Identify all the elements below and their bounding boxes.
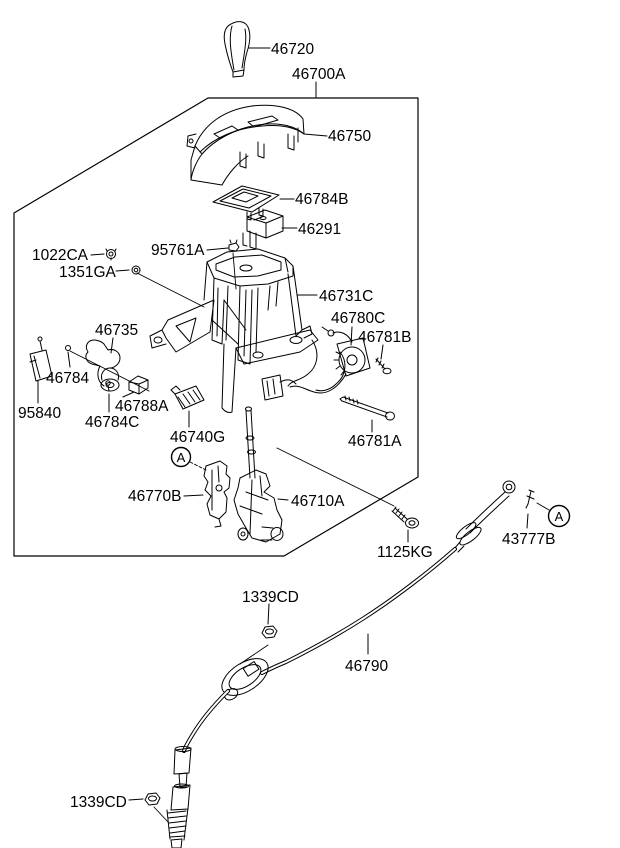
- part-sketch-nut-1339CD-upper: [261, 625, 278, 639]
- part-sketch-cover-46750: [186, 104, 305, 186]
- part-label-1339CD-lower: 1339CD: [70, 794, 127, 811]
- leader-lines: [37, 47, 529, 801]
- diagram-border: [13, 97, 419, 557]
- part-sketch-lever-46735: [85, 339, 121, 392]
- detail-marker-letter-right: A: [555, 509, 564, 524]
- part-sketch-washer-1351GA: [131, 265, 141, 275]
- part-sketch-actuator-46780C: [261, 326, 371, 401]
- part-sketch-nut-1339CD-lower: [144, 792, 161, 806]
- part-sketch-pin-43777B: [525, 489, 535, 509]
- part-label-95840: 95840: [18, 405, 61, 422]
- alignment-lines: [69, 252, 550, 823]
- part-label-46291: 46291: [298, 221, 341, 238]
- part-sketch-pin-46784C: [105, 380, 111, 392]
- detail-marker-circle-right: [547, 504, 571, 528]
- part-sketch-plate-46740G: [170, 385, 205, 410]
- part-label-46788A: 46788A: [115, 398, 169, 415]
- part-sketch-bracket-46770B: [203, 460, 231, 528]
- part-label-46731C: 46731C: [319, 288, 373, 305]
- part-label-46700A: 46700A: [292, 66, 346, 83]
- part-label-46784: 46784: [46, 370, 89, 387]
- part-label-43777B: 43777B: [502, 531, 555, 548]
- part-sketch-block-46788A: [128, 375, 149, 395]
- part-label-46710A: 46710A: [291, 493, 345, 510]
- part-sketch-bolt-1125KG: [391, 506, 419, 529]
- part-sketch-bracket-46291: [242, 209, 284, 250]
- part-label-46770B: 46770B: [128, 488, 181, 505]
- part-sketch-nut-1022CA: [105, 248, 117, 261]
- part-sketch-screw-46781B: [375, 357, 392, 375]
- part-label-1022CA: 1022CA: [32, 247, 89, 264]
- part-sketch-clip-95761A: [228, 239, 240, 252]
- part-sketch-bolt-46781A: [339, 395, 395, 421]
- detail-marker-circle-left: [170, 446, 192, 468]
- part-label-95761A: 95761A: [151, 242, 205, 259]
- part-sketch-lever-46710A: [233, 406, 284, 543]
- part-label-46750: 46750: [328, 128, 371, 145]
- part-label-1125KG: 1125KG: [377, 544, 433, 561]
- part-callouts: 46720 46700A 46750 46784B 46291 95761A 1…: [18, 41, 564, 811]
- part-label-46784C: 46784C: [85, 414, 139, 431]
- part-sketch-ball-46784: [65, 345, 71, 351]
- part-label-46784B: 46784B: [295, 191, 348, 208]
- part-label-1351GA: 1351GA: [59, 264, 117, 281]
- part-label-46720: 46720: [271, 41, 314, 58]
- part-sketch-plate-46784B: [212, 185, 280, 221]
- part-label-46735: 46735: [95, 322, 138, 339]
- part-sketch-cable-46790: [166, 480, 516, 848]
- part-label-46781B: 46781B: [358, 329, 411, 346]
- part-label-46780C: 46780C: [331, 310, 385, 327]
- part-sketch-housing-46731C: [149, 248, 319, 413]
- part-label-46790: 46790: [345, 658, 388, 675]
- part-label-1339CD-upper: 1339CD: [242, 589, 299, 606]
- part-label-46781A: 46781A: [348, 433, 402, 450]
- detail-marker-letter-left: A: [177, 450, 186, 465]
- part-label-46740G: 46740G: [170, 429, 225, 446]
- part-sketch-shift-knob-46720: [223, 21, 251, 78]
- part-sketch-solenoid-95840: [29, 336, 53, 382]
